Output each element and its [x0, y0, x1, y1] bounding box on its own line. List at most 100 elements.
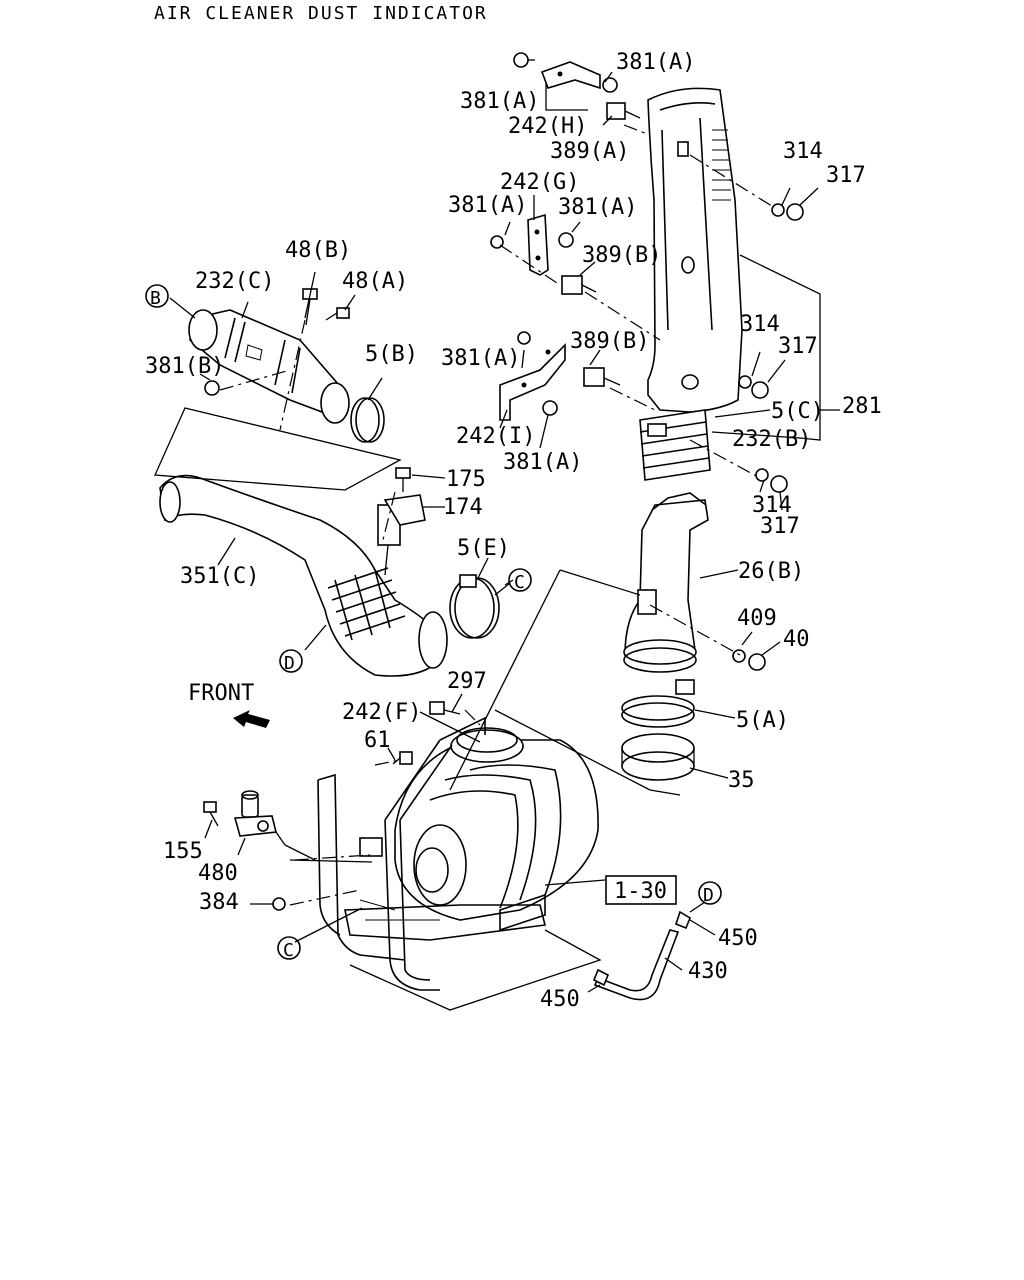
label-314-3: 314 — [752, 493, 792, 518]
bracket-242g — [527, 213, 549, 276]
bolt-155 — [203, 801, 219, 827]
svg-text:C: C — [283, 940, 294, 961]
label-450-1: 450 — [718, 926, 758, 951]
nut-381a-6 — [542, 400, 558, 416]
label-5b: 5(B) — [365, 342, 418, 367]
label-389b-2: 389(B) — [570, 329, 649, 354]
bellows-232b — [639, 409, 711, 481]
hose-430 — [593, 929, 680, 1001]
label-381a-6: 381(A) — [503, 450, 582, 475]
svg-text:B: B — [150, 288, 161, 309]
intake-duct-281 — [647, 87, 743, 413]
hose-351c — [159, 474, 448, 677]
label-480: 480 — [198, 861, 238, 886]
label-232c: 232(C) — [195, 269, 274, 294]
washer-314-2 — [738, 375, 752, 389]
part-labels: 381(A) 381(A) 242(H) 389(A) 314 317 242(… — [145, 50, 882, 1012]
marker-d-2: D — [698, 881, 722, 906]
label-381a-1: 381(A) — [616, 50, 695, 75]
svg-text:D: D — [703, 885, 714, 906]
clamp-5a — [621, 679, 695, 728]
marker-d-1: D — [279, 649, 303, 674]
leader-lines — [154, 59, 840, 1011]
label-314-2: 314 — [740, 312, 780, 337]
label-281: 281 — [842, 394, 882, 419]
bolt-297 — [429, 701, 461, 715]
clip-450-lower — [592, 968, 610, 987]
label-381a-4: 381(A) — [558, 195, 637, 220]
clamp-5e — [449, 574, 500, 639]
bracket-242h — [540, 61, 601, 90]
label-381a-3: 381(A) — [448, 193, 527, 218]
label-317-1: 317 — [826, 163, 866, 188]
label-381a-2: 381(A) — [460, 89, 539, 114]
label-61: 61 — [364, 728, 391, 753]
label-155: 155 — [163, 839, 203, 864]
centerlines — [219, 124, 776, 906]
label-5e: 5(E) — [457, 536, 510, 561]
elbow-26b — [623, 492, 709, 673]
label-242h: 242(H) — [508, 114, 587, 139]
label-384: 384 — [199, 890, 239, 915]
mount-389b-2 — [583, 367, 621, 387]
nut-381a-1 — [513, 52, 529, 68]
dust-indicator-480 — [233, 790, 286, 846]
mounting-bracket — [317, 716, 546, 991]
label-242f: 242(F) — [342, 700, 421, 725]
nut-317-1 — [786, 203, 804, 221]
label-389b-1: 389(B) — [582, 243, 661, 268]
clamp-5b — [350, 397, 385, 443]
label-450-2: 450 — [540, 987, 580, 1012]
label-232b: 232(B) — [732, 427, 811, 452]
label-175: 175 — [446, 467, 486, 492]
label-381b: 381(B) — [145, 354, 224, 379]
nut-381a-2 — [602, 77, 618, 93]
label-5c: 5(C) — [771, 399, 824, 424]
mount-389a — [606, 102, 641, 120]
nut-381a-4 — [558, 232, 574, 248]
nut-381b — [204, 380, 220, 396]
label-317-3: 317 — [760, 514, 800, 539]
mount-389b-1 — [561, 275, 597, 295]
label-5a: 5(A) — [736, 708, 789, 733]
pipe-232c — [188, 309, 350, 424]
label-389a: 389(A) — [550, 139, 629, 164]
label-48b: 48(B) — [285, 238, 351, 263]
label-430: 430 — [688, 959, 728, 984]
front-label: FRONT — [188, 681, 254, 706]
nut-40 — [748, 653, 766, 671]
ring-35 — [621, 733, 695, 781]
label-409: 409 — [737, 606, 777, 631]
label-26b: 26(B) — [738, 559, 804, 584]
bolt-48a — [325, 307, 350, 321]
marker-c-2: C — [277, 936, 301, 961]
label-48a: 48(A) — [342, 269, 408, 294]
reference-box-1-30: 1-30 — [605, 875, 677, 905]
label-174: 174 — [443, 495, 483, 520]
diagram-title: AIR CLEANER DUST INDICATOR — [154, 3, 488, 24]
label-381a-5: 381(A) — [441, 346, 520, 371]
air-cleaner-body — [394, 727, 599, 932]
label-314-1: 314 — [783, 139, 823, 164]
washer-314-1 — [771, 203, 785, 217]
svg-text:1-30: 1-30 — [614, 879, 667, 904]
label-242g: 242(G) — [500, 170, 579, 195]
clip-450-upper — [675, 910, 691, 930]
marker-b: B — [145, 284, 169, 309]
washer-409 — [732, 649, 746, 663]
washer-314-3 — [755, 468, 769, 482]
nut-317-2 — [751, 381, 769, 399]
front-arrow — [233, 710, 270, 728]
nut-381a-5 — [517, 331, 531, 345]
label-297: 297 — [447, 669, 487, 694]
nut-384 — [272, 897, 286, 911]
sensor-174 — [377, 494, 426, 576]
marker-c-1: C — [508, 568, 532, 593]
label-242i: 242(I) — [456, 424, 535, 449]
nut-317-3 — [770, 475, 788, 493]
bolt-175 — [395, 467, 411, 492]
bolt-61 — [392, 751, 413, 765]
label-40: 40 — [783, 627, 810, 652]
